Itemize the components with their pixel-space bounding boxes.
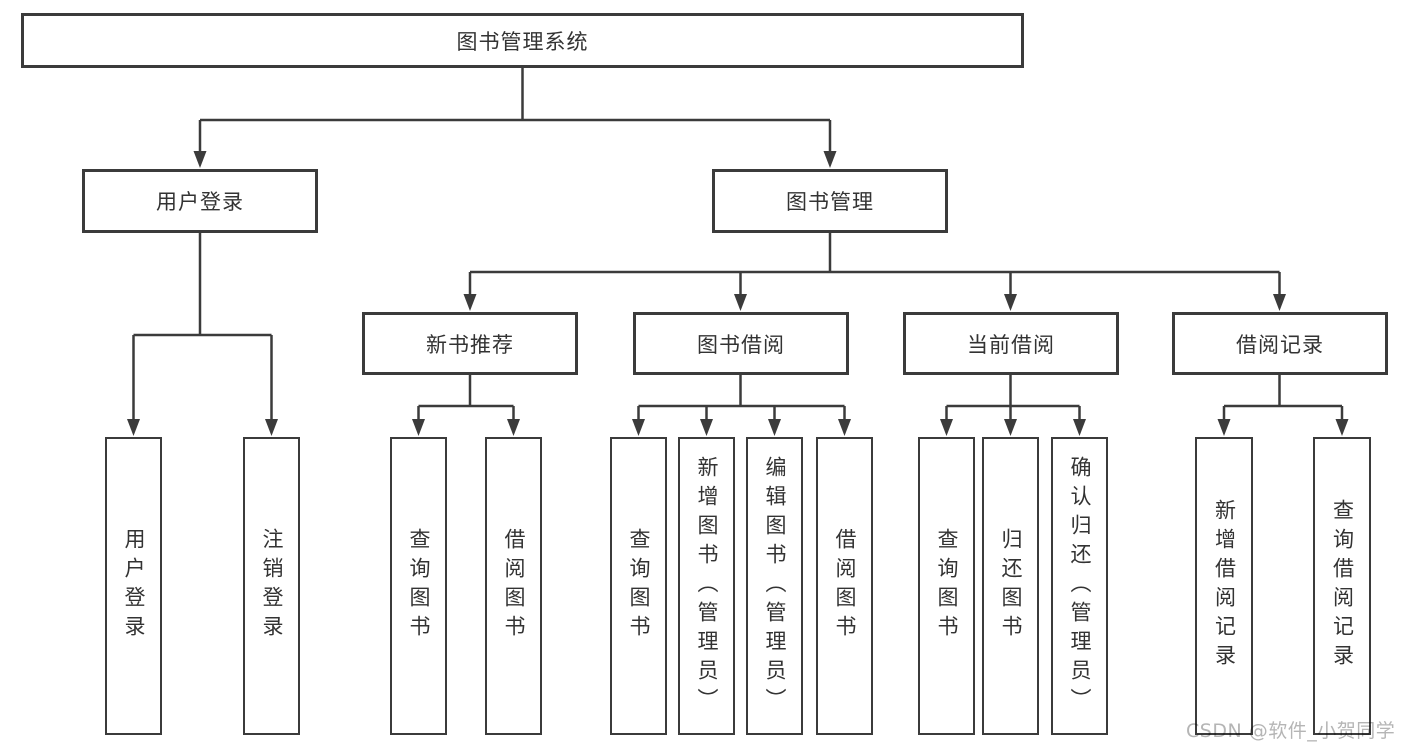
arrowhead-icon [838,419,851,436]
leaf-logout: 注销登录 [243,437,300,735]
leaf-query-books-recommend-label: 查询图书 [407,528,431,644]
node-library-management-system: 图书管理系统 [21,13,1024,68]
arrowhead-icon [734,294,747,311]
arrowhead-icon [507,419,520,436]
connector-book-management-to-level3 [463,233,1286,311]
node-new-book-recommendation: 新书推荐 [362,312,578,375]
arrowhead-icon [823,151,837,168]
leaf-logout-label: 注销登录 [260,528,284,644]
leaf-borrow-books-label: 借阅图书 [833,528,857,644]
connector-book-borrow-to-leaves [632,374,851,436]
arrowhead-icon [127,419,140,436]
connector-current-borrow-to-leaves [940,374,1086,436]
arrowhead-icon [1073,419,1086,436]
arrowhead-icon [412,419,425,436]
node-current-borrowing: 当前借阅 [903,312,1119,375]
arrowhead-icon [1335,419,1349,436]
leaf-query-borrow-record: 查询借阅记录 [1313,437,1371,735]
arrowhead-icon [463,294,477,311]
leaf-confirm-return-admin-label: 确认归还（管理员） [1068,455,1092,717]
leaf-edit-books-admin-label: 编辑图书（管理员） [763,455,787,717]
leaf-user-login: 用户登录 [105,437,162,735]
leaf-return-books: 归还图书 [982,437,1039,735]
arrowhead-icon [700,419,713,436]
node-user-login: 用户登录 [82,169,318,233]
arrowhead-icon [768,419,781,436]
leaf-borrow-books: 借阅图书 [816,437,873,735]
arrowhead-icon [265,419,278,436]
leaf-user-login-label: 用户登录 [122,528,146,644]
leaf-query-books-current: 查询图书 [918,437,975,735]
arrowhead-icon [1217,419,1231,436]
arrowhead-icon [193,151,207,168]
connector-new-book-to-leaves [412,374,520,436]
leaf-borrow-books-recommend: 借阅图书 [485,437,542,735]
node-borrowing-records: 借阅记录 [1172,312,1388,375]
leaf-edit-books-admin: 编辑图书（管理员） [746,437,803,735]
arrowhead-icon [1273,294,1286,311]
node-book-borrowing: 图书借阅 [633,312,849,375]
connector-root-to-level2 [193,68,837,168]
leaf-confirm-return-admin: 确认归还（管理员） [1051,437,1108,735]
node-book-management: 图书管理 [712,169,948,233]
watermark: CSDN @软件_小贺同学 [1186,720,1396,742]
leaf-return-books-label: 归还图书 [999,528,1023,644]
leaf-add-books-admin-label: 新增图书（管理员） [695,455,719,717]
arrowhead-icon [632,419,645,436]
arrowhead-icon [1004,294,1017,311]
leaf-add-borrow-record-label: 新增借阅记录 [1212,499,1237,673]
leaf-query-borrow-record-label: 查询借阅记录 [1330,499,1355,673]
leaf-add-books-admin: 新增图书（管理员） [678,437,735,735]
connector-user-login-to-leaves [127,233,278,436]
leaf-query-books-current-label: 查询图书 [935,528,959,644]
connector-borrow-records-to-leaves [1217,374,1349,436]
leaf-borrow-books-recommend-label: 借阅图书 [502,528,526,644]
leaf-query-books-borrow-label: 查询图书 [627,528,651,644]
leaf-add-borrow-record: 新增借阅记录 [1195,437,1253,735]
arrowhead-icon [940,419,953,436]
leaf-query-books-borrow: 查询图书 [610,437,667,735]
arrowhead-icon [1004,419,1017,436]
leaf-query-books-recommend: 查询图书 [390,437,447,735]
